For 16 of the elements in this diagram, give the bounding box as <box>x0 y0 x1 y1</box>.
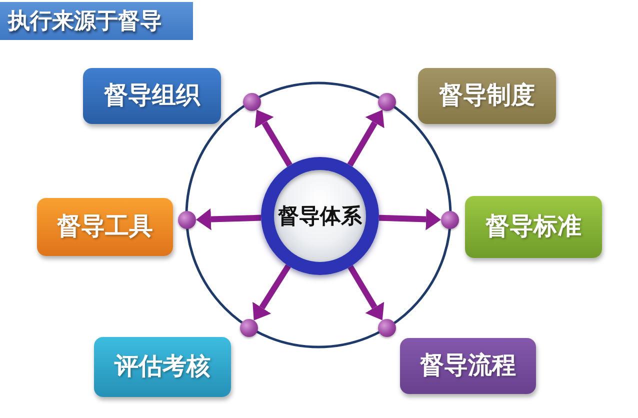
category-box <box>37 198 173 256</box>
title-text: 执行来源于督导 <box>8 10 162 32</box>
box-label: 督导制度 <box>439 84 535 108</box>
category-box <box>418 68 556 124</box>
box-label: 评估考核 <box>114 355 210 379</box>
category-box <box>465 196 602 258</box>
box-label: 督导工具 <box>57 215 153 239</box>
category-box <box>400 338 536 394</box>
box-label: 督导标准 <box>486 215 582 239</box>
category-box <box>94 337 231 397</box>
box-label: 督导组织 <box>104 84 200 108</box>
category-box <box>83 68 221 124</box>
hub-label: 督导体系 <box>278 206 362 226</box>
box-label: 督导流程 <box>420 354 516 378</box>
arrow <box>378 208 441 230</box>
arrow <box>196 208 262 230</box>
